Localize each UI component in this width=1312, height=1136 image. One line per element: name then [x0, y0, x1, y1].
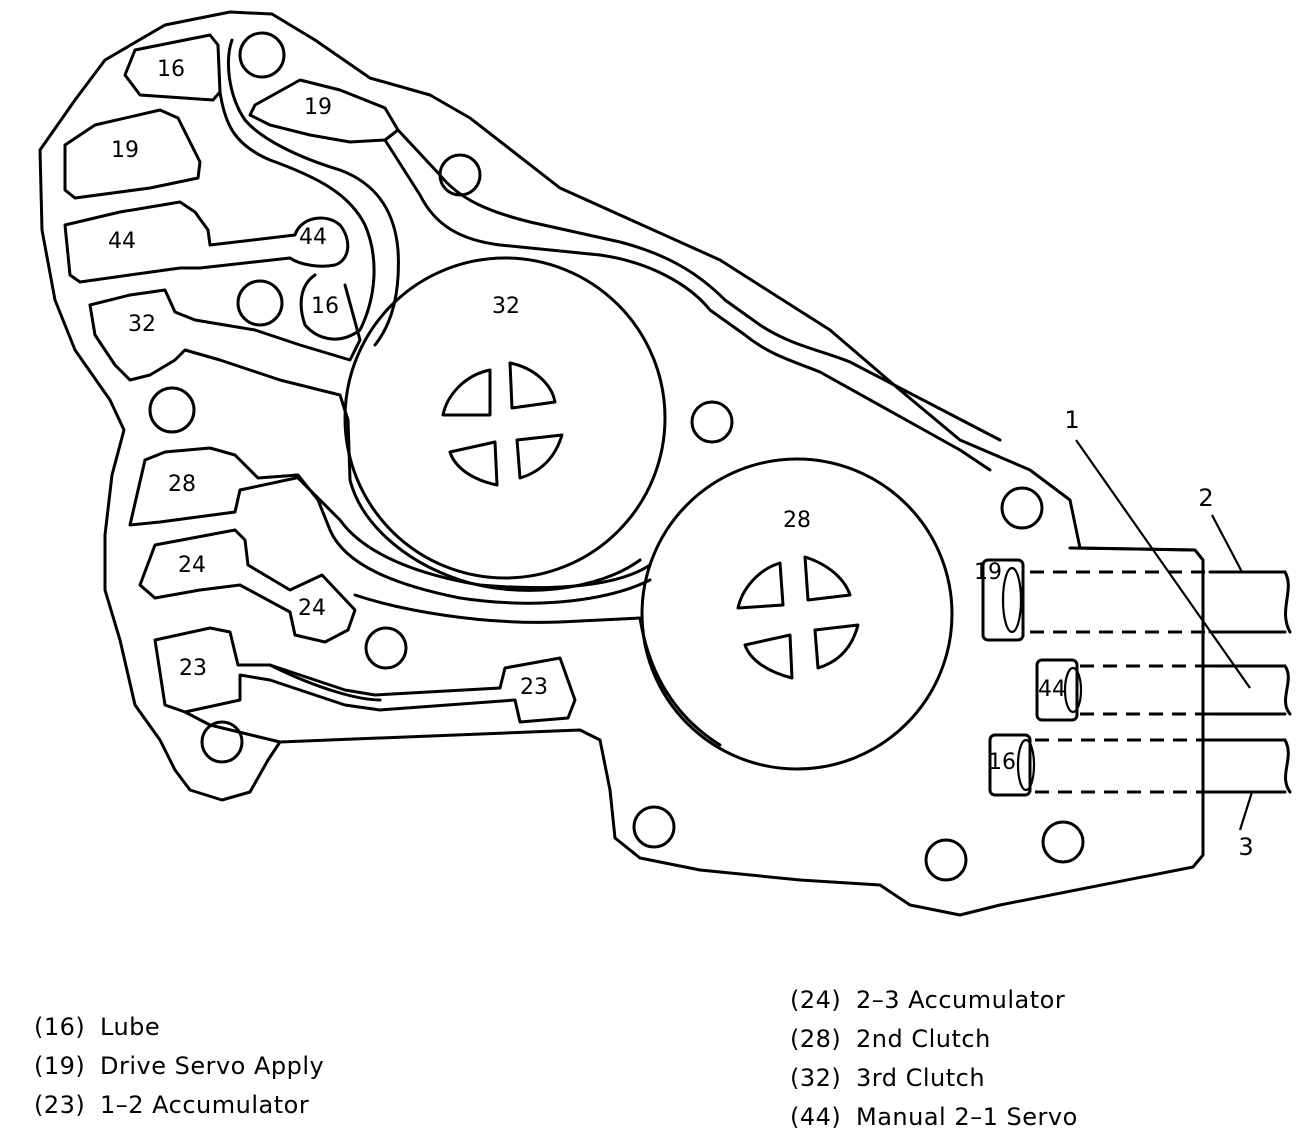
bore-28-window-lr	[813, 623, 860, 670]
bolt-hole	[236, 279, 284, 327]
label-23-left: 23	[179, 656, 207, 681]
legend-item: (19) Drive Servo Apply	[34, 1046, 324, 1085]
legend-code: (16)	[34, 1012, 86, 1041]
callout-2-leader	[1211, 514, 1243, 573]
bolt-hole	[438, 153, 482, 197]
legend-code: (23)	[34, 1090, 86, 1119]
bore-32-window-ul	[441, 368, 492, 417]
passage-16-top	[123, 33, 222, 102]
passage-32-left	[88, 283, 362, 362]
port-44-ellipse	[1063, 666, 1083, 714]
legend-name: 2–3 Accumulator	[856, 985, 1066, 1014]
channel-16-inner	[227, 38, 400, 347]
passage-44	[63, 200, 350, 284]
valve-body-diagram: 16 19 19 44 44 16 32 32 28 28 24 24 23 2…	[38, 10, 1292, 917]
label-19-left: 19	[111, 138, 139, 163]
legend-name: 1–2 Accumulator	[100, 1090, 310, 1119]
channel-16	[218, 90, 376, 341]
tube-19-end	[1283, 570, 1292, 634]
channel-23-lower	[183, 710, 282, 744]
passage-28	[143, 446, 652, 605]
bore-28-window-ll	[743, 633, 794, 680]
channel-23-outer	[268, 663, 382, 702]
port-44-box	[1035, 658, 1079, 722]
legend-code: (32)	[790, 1063, 842, 1092]
bolt-hole	[1041, 820, 1085, 864]
label-port-44: 44	[1038, 677, 1066, 702]
callout-2: 2	[1198, 484, 1213, 512]
passage-23	[153, 626, 577, 724]
label-16-top: 16	[157, 57, 185, 82]
channel-19-outer	[396, 128, 1002, 442]
label-44-left: 44	[108, 229, 136, 254]
legend-item: (32) 3rd Clutch	[790, 1058, 1078, 1097]
port-19-box	[981, 558, 1025, 642]
bolt-hole	[924, 838, 968, 882]
legend-item: (23) 1–2 Accumulator	[34, 1085, 324, 1124]
channel-19	[383, 138, 992, 472]
passage-24	[138, 528, 357, 644]
bolt-hole	[1000, 486, 1044, 530]
legend-code: (44)	[790, 1102, 842, 1131]
legend-name: Manual 2–1 Servo	[856, 1102, 1078, 1131]
bolt-hole	[364, 626, 408, 670]
label-28-bore: 28	[783, 508, 811, 533]
label-16-mid: 16	[311, 294, 339, 319]
label-23-right: 23	[520, 675, 548, 700]
port-16-ellipse	[1016, 738, 1036, 792]
bolt-hole	[200, 720, 244, 764]
legend-code: (28)	[790, 1024, 842, 1053]
plate-outline	[38, 10, 1205, 917]
legend-name: 3rd Clutch	[856, 1063, 986, 1092]
tube-44-end	[1283, 664, 1292, 716]
label-28-left: 28	[168, 472, 196, 497]
port-block	[1068, 546, 1205, 797]
label-44-right: 44	[299, 225, 327, 250]
legend-name: Lube	[100, 1012, 161, 1041]
label-port-16: 16	[988, 750, 1016, 775]
channel-24-arc	[353, 593, 722, 747]
callout-1-leader	[1075, 439, 1251, 689]
label-32-left: 32	[128, 312, 156, 337]
bolt-hole	[238, 31, 286, 79]
callout-3: 3	[1238, 833, 1253, 861]
bore-28	[640, 457, 954, 771]
bore-32-window-ll	[448, 440, 499, 487]
port-19-ellipse	[1001, 566, 1023, 634]
label-32-bore: 32	[492, 294, 520, 319]
callout-3-leader	[1238, 791, 1254, 831]
legend-code: (24)	[790, 985, 842, 1014]
bore-32	[343, 256, 667, 580]
legend-item: (16) Lube	[34, 1007, 324, 1046]
label-port-19: 19	[974, 560, 1002, 585]
bolt-hole	[148, 386, 196, 434]
legend-item: (24) 2–3 Accumulator	[790, 980, 1078, 1019]
passage-28-arc	[293, 473, 652, 590]
tube-16-end	[1283, 738, 1292, 794]
legend-left: (16) Lube (19) Drive Servo Apply (23) 1–…	[34, 1007, 324, 1124]
passage-19-left	[63, 108, 202, 200]
bore-32-window-lr	[515, 433, 564, 480]
callout-1: 1	[1064, 406, 1079, 434]
legend-right: (24) 2–3 Accumulator (28) 2nd Clutch (32…	[790, 980, 1078, 1136]
bore-28-window-ul	[736, 561, 785, 610]
legend-item: (28) 2nd Clutch	[790, 1019, 1078, 1058]
label-24-right: 24	[298, 596, 326, 621]
legend-item: (44) Manual 2–1 Servo	[790, 1097, 1078, 1136]
bolt-hole	[632, 805, 676, 849]
legend-name: Drive Servo Apply	[100, 1051, 325, 1080]
bore-32-window-ur	[508, 361, 557, 410]
legend-code: (19)	[34, 1051, 86, 1080]
port-16-box	[988, 733, 1032, 797]
label-24-left: 24	[178, 553, 206, 578]
label-19-top: 19	[304, 95, 332, 120]
bolt-hole	[690, 400, 734, 444]
legend-name: 2nd Clutch	[856, 1024, 991, 1053]
bore-28-window-ur	[803, 555, 852, 602]
passage-28-lower	[128, 458, 298, 527]
